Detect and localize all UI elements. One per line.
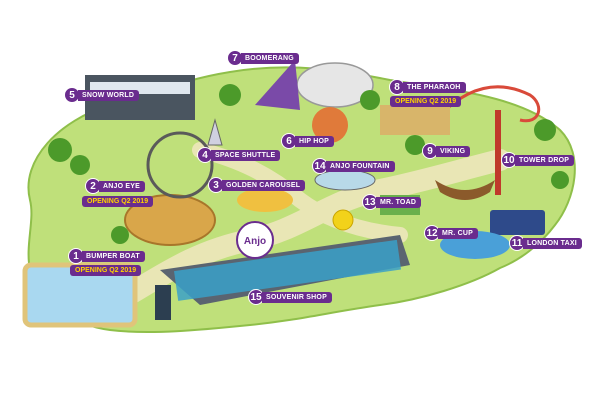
attraction-label-15[interactable]: 15 SOUVENIR SHOP <box>248 289 332 305</box>
opening-badge-8: OPENING Q2 2019 <box>390 96 462 107</box>
attraction-name: ANJO EYE <box>99 180 145 192</box>
attraction-label-2[interactable]: 2 ANJO EYE <box>85 178 145 194</box>
attraction-label-8[interactable]: 8 THE PHARAOH <box>389 79 466 95</box>
attraction-label-5[interactable]: 5 SNOW WORLD <box>64 87 140 103</box>
attraction-name: HIP HOP <box>295 135 335 147</box>
windmill <box>155 285 171 320</box>
attraction-label-12[interactable]: 12 MR. CUP <box>424 225 478 241</box>
trees <box>48 84 569 244</box>
space-shuttle <box>207 118 223 146</box>
hip-hop-ride <box>312 107 348 143</box>
anjo-eye-wheel <box>146 131 214 199</box>
london-taxi-area <box>490 210 545 235</box>
attraction-name: ANJO FOUNTAIN <box>326 160 395 172</box>
walk-path <box>109 149 511 311</box>
attraction-label-13[interactable]: 13 MR. TOAD <box>362 194 422 210</box>
attraction-number: 8 <box>389 79 405 95</box>
attraction-name: SNOW WORLD <box>78 89 140 101</box>
viking-ship <box>435 180 495 200</box>
attraction-name: BOOMERANG <box>241 52 299 64</box>
attraction-name: VIKING <box>436 145 471 157</box>
tower-drop <box>495 110 501 195</box>
opening-badge-1: OPENING Q2 2019 <box>70 265 142 276</box>
attraction-label-10[interactable]: 10 TOWER DROP <box>501 152 575 168</box>
golden-carousel <box>237 188 293 212</box>
attraction-name: MR. TOAD <box>376 196 422 208</box>
attraction-label-6[interactable]: 6 HIP HOP <box>281 133 335 149</box>
logo-badge <box>236 221 274 259</box>
boomerang-ride <box>255 60 300 110</box>
attraction-label-1[interactable]: 1 BUMPER BOAT <box>68 248 145 264</box>
attraction-name: TOWER DROP <box>515 154 575 166</box>
opening-badge-2: OPENING Q2 2019 <box>82 196 154 207</box>
attraction-label-4[interactable]: 4 SPACE SHUTTLE <box>197 147 281 163</box>
attraction-name: SPACE SHUTTLE <box>211 149 281 161</box>
attraction-number: 12 <box>424 225 440 241</box>
pharaoh-coaster <box>438 85 541 123</box>
attraction-name: LONDON TAXI <box>523 237 582 249</box>
attraction-label-7[interactable]: 7 BOOMERANG <box>227 50 299 66</box>
attraction-name: MR. CUP <box>438 227 478 239</box>
attraction-name: GOLDEN CAROUSEL <box>222 179 306 191</box>
attraction-name: SOUVENIR SHOP <box>262 291 332 303</box>
pharaoh-ruins <box>380 105 450 135</box>
logo-text: Anjo <box>244 236 266 247</box>
smiley-balloon <box>332 209 354 231</box>
souvenir-shop-front <box>174 239 402 301</box>
attraction-name: BUMPER BOAT <box>82 250 145 262</box>
attraction-label-11[interactable]: 11 LONDON TAXI <box>509 235 582 251</box>
attraction-label-9[interactable]: 9 VIKING <box>422 143 471 159</box>
attraction-name: THE PHARAOH <box>403 81 466 93</box>
walk-path-2 <box>192 142 408 243</box>
attraction-label-3[interactable]: 3 GOLDEN CAROUSEL <box>208 177 306 193</box>
attraction-label-14[interactable]: 14 ANJO FOUNTAIN <box>312 158 395 174</box>
